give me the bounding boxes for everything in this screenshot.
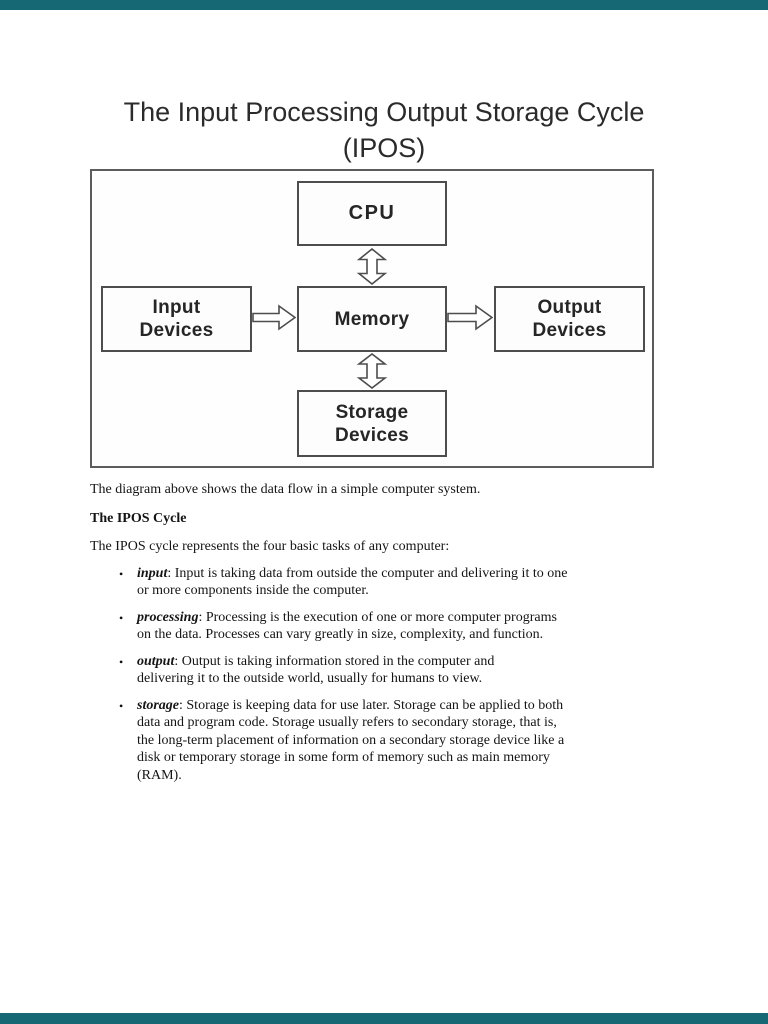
- page-title-line1: The Input Processing Output Storage Cycl…: [123, 97, 645, 127]
- bullet-text: : Processing is the execution of one or …: [137, 609, 557, 643]
- input-devices-label: Input Devices: [139, 297, 214, 341]
- diagram-caption: The diagram above shows the data flow in…: [90, 482, 481, 497]
- list-item-input: • input: Input is taking data from outsid…: [119, 565, 682, 600]
- list-item-processing: • processing: Processing is the execution…: [119, 609, 682, 644]
- intro-paragraph: The IPOS cycle represents the four basic…: [90, 539, 450, 554]
- section-heading-ipos-cycle: The IPOS Cycle: [90, 510, 187, 526]
- diagram-box-input-devices: Input Devices: [101, 286, 252, 352]
- cpu-label: CPU: [348, 202, 396, 224]
- list-item-output: • output: Output is taking information st…: [119, 653, 682, 688]
- bullet-icon: •: [119, 654, 124, 669]
- ipos-diagram: CPU Memory Input Devices Output Devices …: [90, 169, 654, 468]
- bullet-keyword: storage: [137, 697, 179, 713]
- memory-label: Memory: [334, 308, 410, 330]
- bullet-keyword: input: [137, 565, 168, 581]
- bullet-text: : Storage is keeping data for use later.…: [137, 697, 565, 783]
- body-text: The diagram above shows the data flow in…: [90, 481, 682, 793]
- output-devices-label: Output Devices: [532, 297, 607, 341]
- viewer-edge-top: [0, 0, 768, 10]
- diagram-box-cpu: CPU: [297, 181, 447, 246]
- page-title: The Input Processing Output Storage Cycl…: [0, 94, 768, 166]
- bullet-keyword: processing: [137, 609, 199, 625]
- bullet-icon: •: [119, 698, 124, 713]
- bullet-icon: •: [119, 566, 124, 581]
- page-title-line2: (IPOS): [342, 133, 426, 163]
- storage-devices-label: Storage Devices: [335, 401, 409, 446]
- diagram-box-memory: Memory: [297, 286, 447, 352]
- bullet-icon: •: [119, 610, 124, 625]
- list-item-storage: • storage: Storage is keeping data for us…: [119, 697, 682, 785]
- bullet-text: : Input is taking data from outside the …: [137, 565, 568, 599]
- viewer-edge-bottom: [0, 1013, 768, 1024]
- bullet-keyword: output: [137, 653, 175, 669]
- double-arrow-cpu-memory-icon: [356, 248, 388, 285]
- arrow-input-to-memory-icon: [252, 304, 296, 331]
- ipos-bullet-list: • input: Input is taking data from outsid…: [90, 565, 682, 785]
- arrow-memory-to-output-icon: [447, 304, 493, 331]
- double-arrow-memory-storage-icon: [356, 353, 388, 389]
- diagram-box-storage-devices: Storage Devices: [297, 390, 447, 457]
- bullet-text: : Output is taking information stored in…: [137, 653, 495, 687]
- diagram-box-output-devices: Output Devices: [494, 286, 645, 352]
